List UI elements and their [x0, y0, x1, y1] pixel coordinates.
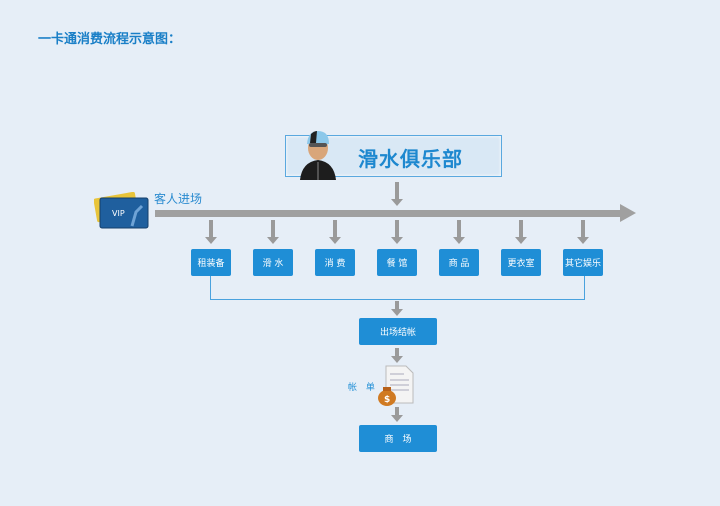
service-box: 更衣室: [501, 249, 541, 276]
service-box: 餐 馆: [377, 249, 417, 276]
merge-line-right: [584, 276, 585, 299]
arrow-to-service: [333, 220, 337, 237]
arrowhead: [329, 237, 341, 244]
mall-box: 商 场: [359, 425, 437, 452]
merge-line: [210, 299, 585, 300]
arrow-to-service: [395, 220, 399, 237]
checkout-box: 出场结帐: [359, 318, 437, 345]
main-flow-arrow: [155, 210, 621, 217]
service-box: 消 费: [315, 249, 355, 276]
service-box: 租装备: [191, 249, 231, 276]
arrow-to-checkout: [395, 301, 399, 309]
main-arrowhead: [620, 204, 636, 222]
service-box: 其它娱乐: [563, 249, 603, 276]
arrow-to-service: [457, 220, 461, 237]
vip-card-icon: VIP: [94, 192, 149, 229]
arrowhead: [267, 237, 279, 244]
arrowhead: [515, 237, 527, 244]
arrow-to-service: [519, 220, 523, 237]
bill-label: 帐 单: [348, 383, 378, 393]
arrowhead: [391, 415, 403, 422]
merge-line-left: [210, 276, 211, 299]
svg-text:VIP: VIP: [112, 209, 125, 218]
arrow-to-service: [271, 220, 275, 237]
arrowhead: [453, 237, 465, 244]
swimmer-avatar-icon: [300, 131, 336, 180]
arrowhead: [391, 199, 403, 206]
service-box: 滑 水: [253, 249, 293, 276]
arrowhead: [391, 237, 403, 244]
arrowhead: [391, 309, 403, 316]
arrow-to-service: [581, 220, 585, 237]
arrowhead: [391, 356, 403, 363]
svg-text:$: $: [384, 395, 390, 405]
entry-label: 客人进场: [154, 192, 203, 206]
arrowhead: [577, 237, 589, 244]
arrow-to-mall: [395, 407, 399, 415]
arrow-to-bill: [395, 348, 399, 356]
arrowhead: [205, 237, 217, 244]
club-name: 滑水俱乐部: [358, 147, 463, 171]
page-title: 一卡通消费流程示意图：: [38, 32, 182, 47]
arrow-to-service: [209, 220, 213, 237]
service-box: 商 品: [439, 249, 479, 276]
arrow-club-down: [395, 182, 399, 199]
bill-money-bag-icon: $: [378, 365, 414, 406]
